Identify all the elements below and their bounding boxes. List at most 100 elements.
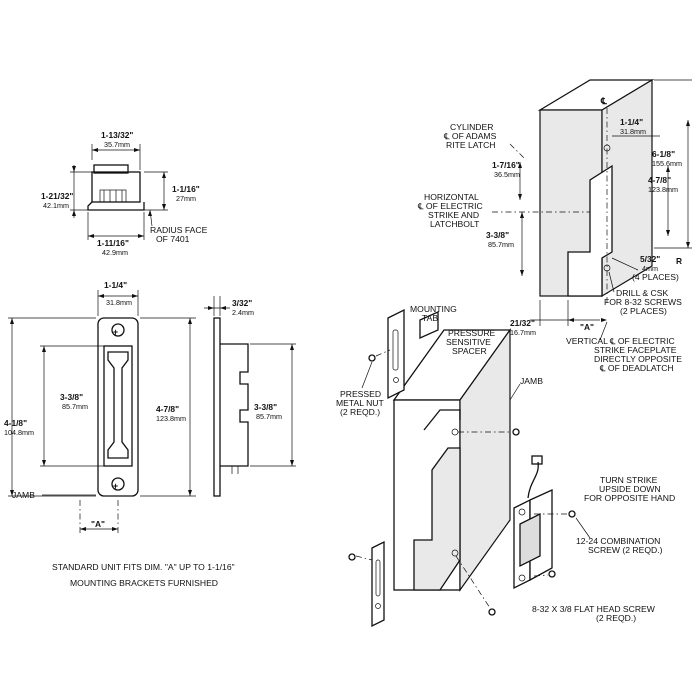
top-height-mm: 42.1mm bbox=[43, 201, 69, 210]
combination-screw-bottom bbox=[548, 570, 556, 578]
radius-face-label-2: OF 7401 bbox=[156, 234, 190, 244]
cut-d1-mm: 36.5mm bbox=[494, 170, 520, 179]
drill-label-1: DRILL & CSK bbox=[616, 288, 668, 298]
horiz-label-4: LATCHBOLT bbox=[430, 219, 480, 229]
drill-label-3: (2 PLACES) bbox=[620, 306, 667, 316]
turn-label-2: UPSIDE DOWN bbox=[599, 484, 661, 494]
cutout-slot bbox=[567, 164, 613, 297]
strike-wires bbox=[527, 461, 539, 499]
combo-label-2: SCREW (2 REQD.) bbox=[588, 545, 663, 555]
keeper-outline bbox=[103, 345, 133, 467]
flathead-label-2: (2 REQD.) bbox=[596, 613, 636, 623]
vert-label-3: DIRECTLY OPPOSITE bbox=[594, 354, 682, 364]
top-depth-in: 1-1/16" bbox=[172, 184, 200, 194]
svg-text:+: + bbox=[113, 327, 118, 337]
side-view: 3/32" 2.4mm 3-3/8" 85.7mm bbox=[204, 296, 296, 497]
cut-w-mm: 31.8mm bbox=[620, 127, 646, 136]
cyl-label-1: CYLINDER bbox=[450, 122, 493, 132]
flathead-label-1: 8-32 X 3/8 FLAT HEAD SCREW bbox=[532, 604, 656, 614]
spacer-label-3: SPACER bbox=[452, 346, 487, 356]
side-body bbox=[220, 343, 249, 467]
note-line-1: STANDARD UNIT FITS DIM. "A" UP TO 1-1/16… bbox=[52, 562, 235, 572]
front-right-in: 4-7/8" bbox=[156, 404, 179, 414]
jamb-side-face bbox=[459, 328, 511, 592]
tab-label-2: TAB bbox=[422, 313, 438, 323]
top-detail-cap bbox=[93, 164, 129, 174]
metal-nut-top bbox=[368, 354, 376, 362]
front-right-mm: 123.8mm bbox=[156, 414, 186, 423]
top-detail-terminals bbox=[99, 189, 127, 203]
side-inner-in: 3-3/8" bbox=[254, 402, 277, 412]
cut-b-in: 21/32" bbox=[510, 318, 535, 328]
top-width-in: 1-13/32" bbox=[101, 130, 133, 140]
exploded-view: MOUNTING TAB PRESSURE SENSITIVE SPACER P… bbox=[336, 304, 675, 628]
horiz-label-3: STRIKE AND bbox=[428, 210, 479, 220]
front-a-dim: "A" bbox=[91, 519, 105, 529]
cut-h6-mm: 155.6mm bbox=[652, 159, 682, 168]
flat-head-screw-top bbox=[512, 428, 520, 436]
combo-label-1: 12-24 COMBINATION bbox=[576, 536, 660, 546]
cyl-label-3: RITE LATCH bbox=[446, 140, 496, 150]
top-width-mm: 35.7mm bbox=[104, 140, 130, 149]
top-detail: 1-13/32" 35.7mm 1-21/32" 42.1mm 1-1/16" … bbox=[41, 130, 208, 257]
front-view: + + 1-1/4" 31.8mm 3-3/8" 85.7mm 4-1/8" 1… bbox=[4, 280, 196, 535]
front-jamb-label: JAMB bbox=[12, 490, 35, 500]
screw-bottom bbox=[111, 477, 125, 491]
side-faceplate bbox=[213, 317, 221, 497]
faceplate bbox=[97, 317, 139, 497]
cutout-template: ℄ CYLINDER ℄ OF ADAMS RITE LATCH 1-7/16"… bbox=[417, 78, 692, 373]
top-height-in: 1-21/32" bbox=[41, 191, 73, 201]
cut-r-label: R bbox=[676, 256, 682, 266]
strike-connector bbox=[531, 455, 543, 465]
nut-label-2: METAL NUT bbox=[336, 398, 384, 408]
keeper bbox=[107, 351, 129, 459]
front-inner-in: 3-3/8" bbox=[60, 392, 83, 402]
cut-w-in: 1-1/4" bbox=[620, 117, 643, 127]
top-bottom-in: 1-11/16" bbox=[97, 238, 129, 248]
pressure-spacer bbox=[419, 310, 439, 340]
horiz-label-2: ℄ OF ELECTRIC bbox=[417, 201, 483, 211]
cut-r-mm: 4mm bbox=[642, 264, 658, 273]
front-top-mm: 31.8mm bbox=[106, 298, 132, 307]
cut-d2-mm: 85.7mm bbox=[488, 240, 514, 249]
side-thick-in: 3/32" bbox=[232, 298, 252, 308]
exploded-jamb-label: JAMB bbox=[520, 376, 543, 386]
cut-a-dim: "A" bbox=[580, 322, 594, 332]
note-line-2: MOUNTING BRACKETS FURNISHED bbox=[70, 578, 218, 588]
cut-h4-in: 4-7/8" bbox=[648, 175, 671, 185]
cyl-label-2: ℄ OF ADAMS bbox=[443, 131, 497, 141]
notes: STANDARD UNIT FITS DIM. "A" UP TO 1-1/16… bbox=[52, 562, 235, 588]
horiz-label-1: HORIZONTAL bbox=[424, 192, 479, 202]
cut-r-note: (4 PLACES) bbox=[632, 272, 679, 282]
tab-label-1: MOUNTING bbox=[410, 304, 457, 314]
cut-d1-in: 1-7/16" bbox=[492, 160, 520, 170]
combination-screw-top bbox=[568, 510, 576, 518]
jamb-cutout bbox=[413, 447, 461, 591]
cut-d2-in: 3-3/8" bbox=[486, 230, 509, 240]
vert-label-1: VERTICAL ℄ OF ELECTRIC bbox=[566, 336, 675, 346]
top-depth-mm: 27mm bbox=[176, 194, 196, 203]
top-detail-base bbox=[87, 201, 145, 211]
drill-label-2: FOR 8-32 SCREWS bbox=[604, 297, 682, 307]
cut-h6-in: 6-1/8" bbox=[652, 149, 675, 159]
spacer-label-2: SENSITIVE bbox=[446, 337, 491, 347]
screw-top bbox=[111, 323, 125, 337]
front-outer-mm: 104.8mm bbox=[4, 428, 34, 437]
vert-label-2: STRIKE FACEPLATE bbox=[594, 345, 677, 355]
cut-h4-mm: 123.8mm bbox=[648, 185, 678, 194]
radius-face-label-1: RADIUS FACE bbox=[150, 225, 208, 235]
cut-b-mm: 16.7mm bbox=[510, 328, 536, 337]
nut-label-1: PRESSED bbox=[340, 389, 381, 399]
mounting-tab-bottom bbox=[371, 540, 385, 628]
cut-r-in: 5/32" bbox=[640, 254, 660, 264]
side-thick-mm: 2.4mm bbox=[232, 308, 254, 317]
vert-label-4: ℄ OF DEADLATCH bbox=[599, 363, 674, 373]
nut-label-3: (2 REQD.) bbox=[340, 407, 380, 417]
flat-head-screw-bottom bbox=[488, 608, 496, 616]
metal-nut-bottom bbox=[348, 553, 356, 561]
front-outer-in: 4-1/8" bbox=[4, 418, 27, 428]
svg-text:℄: ℄ bbox=[600, 96, 607, 106]
spacer-label-1: PRESSURE bbox=[448, 328, 496, 338]
